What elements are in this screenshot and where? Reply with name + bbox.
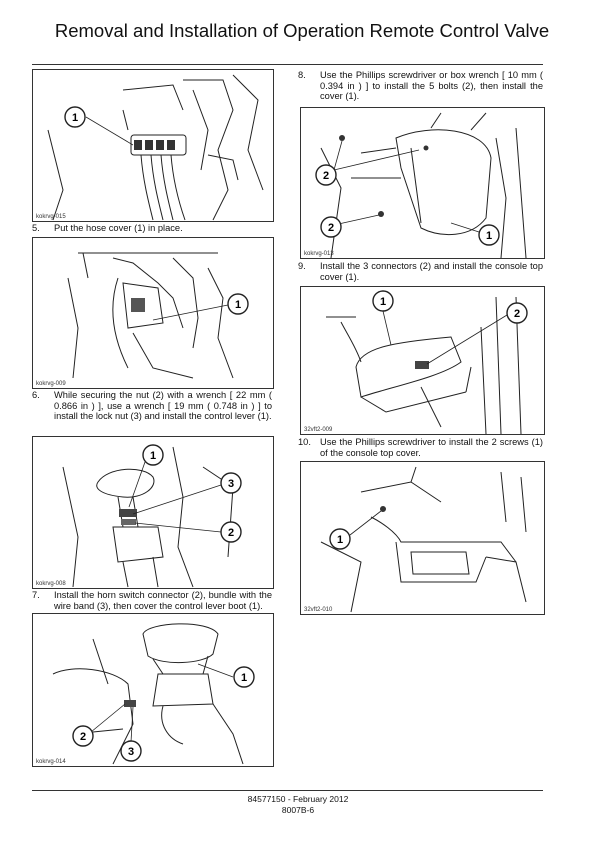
footer-rule — [32, 790, 543, 791]
callout: 3 — [228, 478, 234, 490]
console-connectors-illustration: 1 2 — [326, 290, 528, 434]
title-rule — [32, 64, 543, 65]
step-number: 8. — [298, 70, 306, 80]
callout: 1 — [72, 112, 78, 124]
callout: 2 — [514, 308, 520, 320]
callout: 2 — [80, 731, 86, 743]
step-number: 5. — [32, 223, 40, 233]
figure-label: kokrvg-013 — [304, 251, 334, 257]
control-lever-illustration: 1 3 2 — [62, 444, 242, 588]
figure-console-screws: 1 32vft2-010 — [300, 461, 545, 615]
footer-doc-id: 84577150 - February 2012 — [247, 794, 349, 804]
callout: 2 — [228, 527, 234, 539]
step-text: Install the 3 connectors (2) and install… — [320, 261, 543, 282]
figure-label: kokrvg-009 — [36, 381, 66, 387]
figure-label: 32vft2-009 — [304, 427, 333, 433]
figure-label: kokrvg-014 — [36, 759, 66, 765]
lever-boot-illustration: 1 2 3 — [52, 623, 255, 765]
figure-hose-cover: 1 kokrvg-009 — [32, 237, 274, 389]
figure-label: 32vft2-010 — [304, 607, 333, 613]
step-text: Install the horn switch connector (2), b… — [54, 590, 272, 611]
step-number: 6. — [32, 390, 40, 400]
step-number: 10. — [298, 437, 311, 447]
figure-hose-connections: 1 kokrvg-015 — [32, 69, 274, 222]
footer-page-number: 8007B-6 — [281, 805, 315, 815]
callout: 1 — [380, 296, 386, 308]
callout: 1 — [337, 534, 343, 546]
figure-cover-bolts: 2 2 1 kokrvg-013 — [300, 107, 545, 259]
callout: 1 — [150, 450, 156, 462]
cover-bolts-illustration: 2 2 1 — [315, 112, 527, 258]
step-text: Put the hose cover (1) in place. — [54, 223, 183, 233]
step-number: 7. — [32, 590, 40, 600]
console-screws-illustration: 1 — [320, 466, 527, 613]
step-text: While securing the nut (2) with a wrench… — [54, 390, 272, 422]
hose-connections-illustration: 1 — [47, 74, 264, 221]
step-text: Use the Phillips screwdriver to install … — [320, 437, 543, 458]
step-number: 9. — [298, 261, 306, 271]
callout: 1 — [235, 299, 241, 311]
figure-lever-boot: 1 2 3 kokrvg-014 — [32, 613, 274, 767]
callout: 1 — [241, 672, 247, 684]
step-text: Use the Phillips screwdriver or box wren… — [320, 70, 543, 102]
hose-cover-illustration: 1 — [67, 252, 249, 379]
figure-console-connectors: 1 2 32vft2-009 — [300, 286, 545, 435]
callout: 1 — [486, 230, 492, 242]
callout: 2 — [328, 222, 334, 234]
callout: 2 — [323, 170, 329, 182]
callout: 3 — [128, 746, 134, 758]
figure-control-lever: 1 3 2 kokrvg-008 — [32, 436, 274, 589]
figure-label: kokrvg-015 — [36, 214, 66, 220]
page-title: Removal and Installation of Operation Re… — [54, 20, 550, 41]
figure-label: kokrvg-008 — [36, 581, 66, 587]
